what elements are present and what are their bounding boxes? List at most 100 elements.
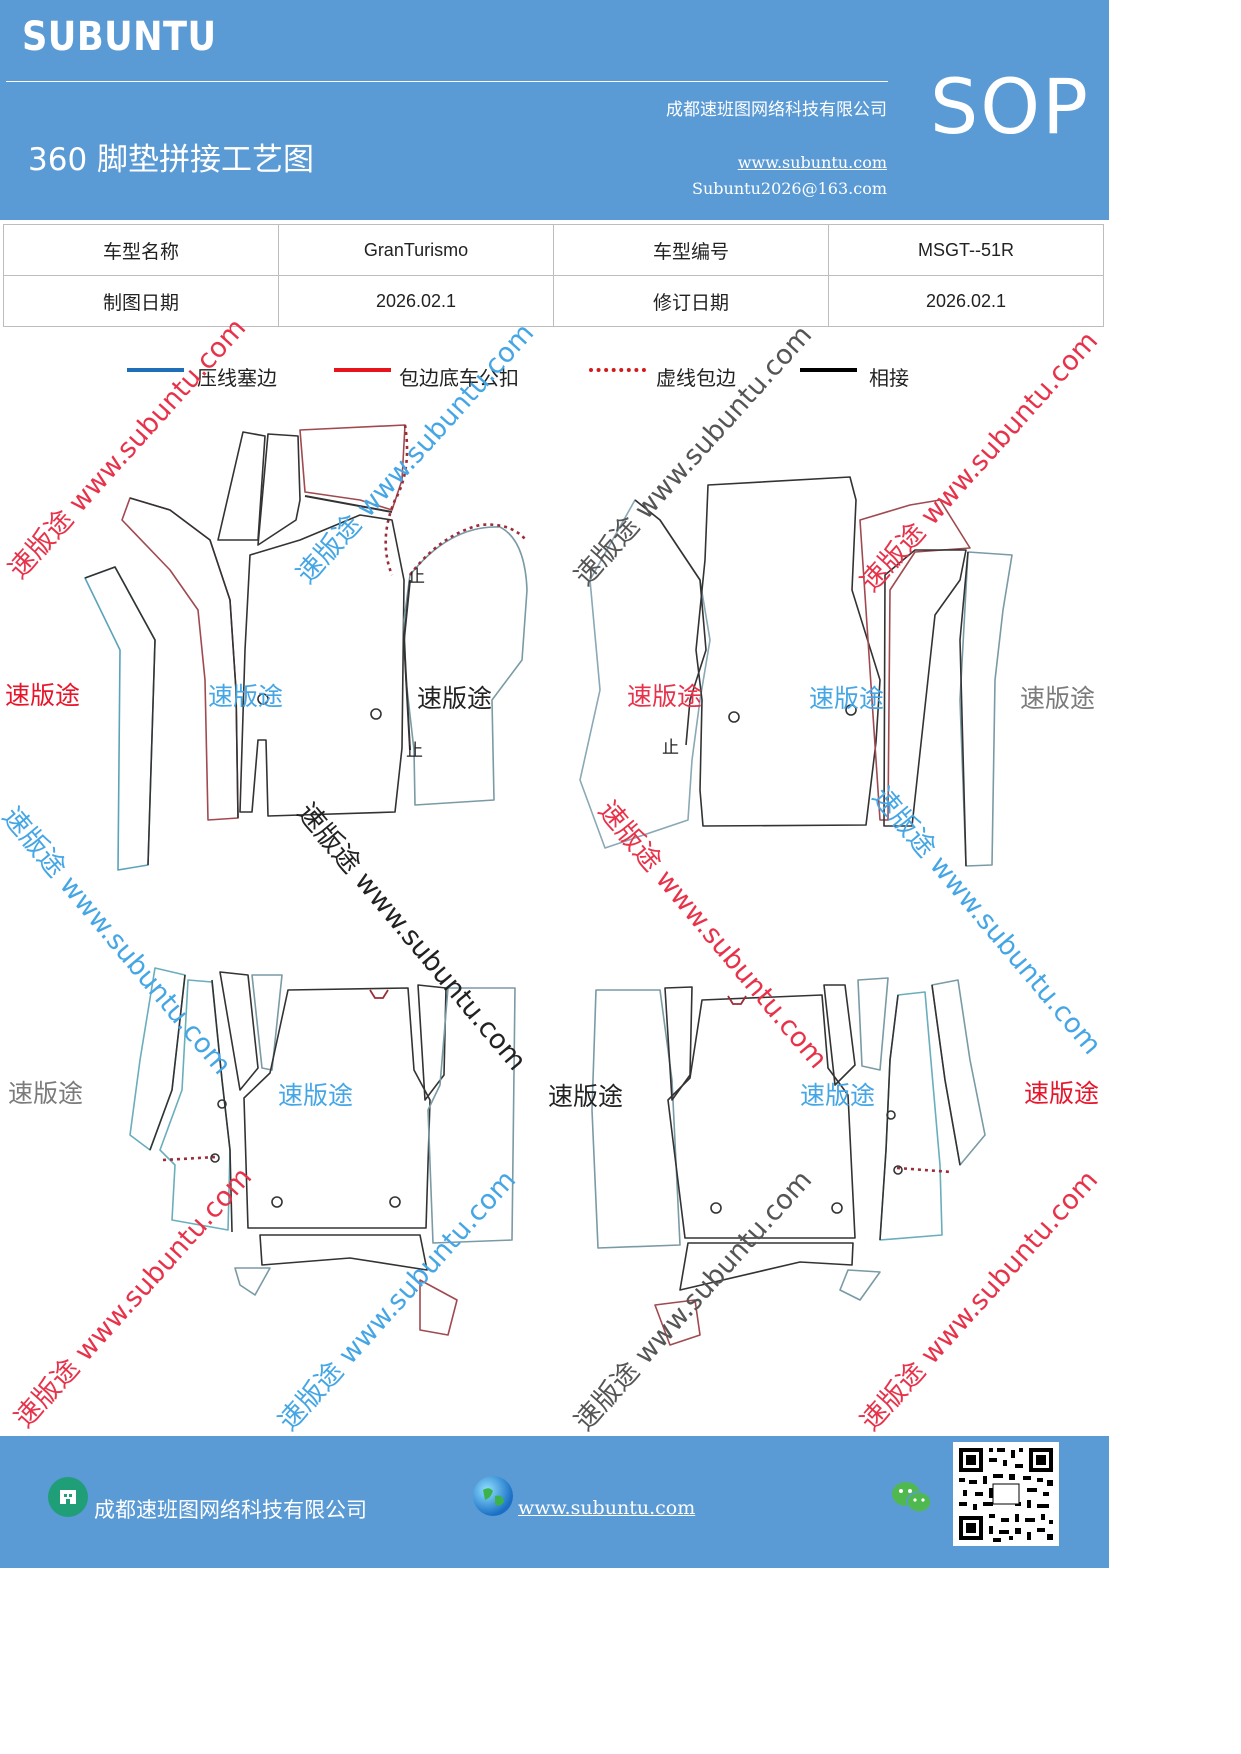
label-draw-date: 制图日期 — [3, 275, 279, 327]
pattern-bottom-right — [591, 977, 986, 1346]
qr-code-icon — [953, 1442, 1059, 1546]
header-email[interactable]: Subuntu2026@163.com — [692, 179, 887, 198]
legend-label-binding: 包边底车公扣 — [399, 366, 519, 390]
floor-mat-pattern-diagram: 止 止 止 — [84, 424, 1013, 1346]
pattern-piece — [931, 979, 986, 1166]
header-website-link[interactable]: www.subuntu.com — [737, 153, 887, 172]
footer-website-link[interactable]: www.subuntu.com — [518, 1497, 696, 1519]
wechat-icon — [890, 1478, 934, 1522]
header-company-name: 成都速班图网络科技有限公司 — [666, 100, 887, 120]
fastener-hole — [271, 1196, 283, 1208]
brand-logo: SUBUNTU — [22, 14, 217, 60]
building-icon — [48, 1477, 88, 1517]
pattern-piece — [239, 514, 405, 817]
legend-label-dotted: 虚线包边 — [656, 366, 736, 390]
pattern-piece-seam — [959, 551, 969, 867]
pattern-piece — [417, 984, 447, 1101]
pattern-piece — [839, 1269, 881, 1301]
wechat-icon-glyph — [892, 1482, 932, 1513]
fastener-hole — [217, 1099, 227, 1109]
fastener-hole — [886, 1110, 896, 1120]
pattern-piece — [857, 977, 889, 1071]
fastener-hole — [370, 708, 382, 720]
pattern-joint-line — [403, 579, 411, 751]
pattern-piece-seam — [931, 984, 961, 1166]
building-icon-glyph — [60, 1490, 76, 1504]
pattern-dotted-edge — [896, 1166, 953, 1174]
fastener-hole — [728, 711, 740, 723]
pattern-piece — [695, 476, 881, 827]
legend-swatch-joint — [800, 368, 857, 372]
legend-swatch-pressline — [127, 368, 184, 372]
watermark-brand: 速版途 — [548, 1082, 624, 1111]
pattern-piece — [591, 989, 681, 1249]
legend-swatch-binding — [334, 368, 391, 372]
pattern-piece — [667, 994, 856, 1239]
pattern-piece — [259, 1234, 428, 1271]
stop-mark: 止 — [662, 738, 679, 758]
pattern-piece-seam — [149, 974, 186, 1151]
pattern-piece — [654, 1299, 701, 1346]
pattern-piece — [883, 549, 967, 827]
pattern-top-right — [579, 476, 1013, 867]
header-divider — [6, 81, 888, 82]
legend-swatch-dotted — [589, 368, 646, 372]
fastener-hole — [210, 1153, 220, 1163]
value-draw-date: 2026.02.1 — [278, 275, 554, 327]
pattern-piece — [427, 987, 516, 1244]
watermark-brand: 速版途 — [1020, 684, 1096, 713]
watermark-brand: 速版途 — [417, 684, 493, 713]
stop-mark: 止 — [408, 567, 425, 587]
pattern-piece — [679, 1242, 854, 1291]
pattern-piece — [859, 499, 971, 821]
fastener-hole — [257, 693, 269, 705]
table-row: 制图日期 2026.02.1 修订日期 2026.02.1 — [3, 275, 1104, 327]
pattern-piece — [251, 974, 283, 1071]
pattern-piece — [823, 984, 856, 1086]
watermark-brand: 速版途 — [627, 682, 703, 711]
pattern-piece-seam — [211, 979, 233, 1233]
value-revision-date: 2026.02.1 — [828, 275, 1104, 327]
pattern-piece — [84, 566, 156, 871]
watermark-brand: 速版途 — [8, 1079, 84, 1108]
pattern-notch — [369, 989, 389, 999]
table-row: 车型名称 GranTurismo 车型编号 MSGT--51R — [3, 224, 1104, 276]
pattern-dotted-edge — [384, 424, 409, 576]
pattern-piece — [121, 497, 239, 821]
fastener-hole — [831, 1202, 843, 1214]
fastener-hole — [845, 704, 857, 716]
qr-code-image — [953, 1442, 1059, 1546]
watermark-brand: 速版途 — [1024, 1079, 1100, 1108]
pattern-piece — [959, 551, 1013, 867]
watermark-brand: 速版途 — [800, 1081, 876, 1110]
legend-label-pressline: 压线塞边 — [197, 366, 277, 390]
stop-mark: 止 — [406, 741, 423, 761]
pattern-piece-seam — [129, 497, 239, 819]
pattern-piece — [664, 986, 693, 1101]
fastener-hole — [710, 1202, 722, 1214]
legend-label-joint: 相接 — [869, 366, 909, 390]
sop-badge: SOP — [930, 62, 1090, 151]
watermark-brand: 速版途 — [5, 681, 81, 710]
vehicle-info-table: 车型名称 GranTurismo 车型编号 MSGT--51R 制图日期 202… — [3, 224, 1104, 327]
pattern-top-left — [84, 424, 528, 871]
watermark-brand: 速版途 — [278, 1081, 354, 1110]
pattern-bottom-left — [129, 967, 516, 1336]
pattern-piece-seam — [879, 994, 899, 1241]
value-model-name: GranTurismo — [278, 224, 554, 276]
pattern-piece-seam — [634, 499, 707, 746]
pattern-notch — [727, 995, 747, 1005]
footer-company-name: 成都速班图网络科技有限公司 — [94, 1498, 367, 1522]
pattern-piece — [243, 987, 431, 1229]
value-model-code: MSGT--51R — [828, 224, 1104, 276]
fastener-hole — [389, 1196, 401, 1208]
page-title: 360 脚垫拼接工艺图 — [28, 142, 315, 178]
pattern-piece-seam — [84, 566, 156, 866]
globe-icon — [473, 1476, 513, 1516]
pattern-joint-line — [304, 495, 393, 513]
pattern-piece — [234, 1267, 271, 1296]
header-banner: SUBUNTU 360 脚垫拼接工艺图 成都速班图网络科技有限公司 www.su… — [0, 0, 1109, 220]
pattern-piece — [217, 431, 266, 541]
pattern-piece — [419, 1279, 458, 1336]
footer-banner: 成都速班图网络科技有限公司 www.subuntu.com — [0, 1436, 1109, 1568]
